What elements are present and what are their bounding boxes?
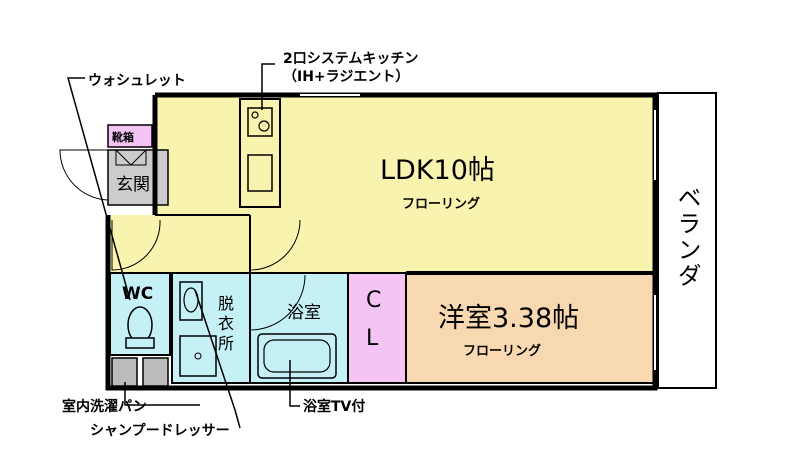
western-name: 洋室3.38帖 [438,303,580,334]
western-flooring: フローリング [463,344,542,359]
dressing-label-3: 所 [218,334,235,353]
balcony-label: ベランダ [673,185,701,289]
ldk-flooring: フローリング [402,197,481,212]
hallway [110,215,250,273]
closet-label-c: C [366,288,382,313]
entrance-label: 玄関 [116,175,150,195]
washing-pan-right [142,357,169,387]
dressing-door-swing [249,274,306,331]
kitchen-stove [247,107,273,137]
kitchen-leader [261,63,275,110]
bath-tv-leader [289,360,300,407]
shampoo-leader [194,289,241,429]
washlet-leader [67,77,131,301]
shoe-box-label: 靴箱 [112,131,134,144]
wc-label: WC [122,284,154,304]
washing-pan-left [111,357,138,387]
washing-pan-callout: 室内洗濯パン [62,399,147,415]
washlet-callout: ウォシュレット [88,73,186,89]
dressing-label-1: 脱 [218,294,235,313]
ldk-name: LDK10帖 [380,155,495,186]
entrance [107,149,169,206]
washing-pan-leader [124,382,200,406]
balcony [657,92,717,389]
kitchen-callout-line2: （IH+ラジエント） [283,69,410,85]
closet-label-l: L [366,326,379,351]
dressing-label-2: 衣 [218,314,235,333]
shoe-box [107,124,153,148]
kitchen-callout-line1: 2口システムキッチン [283,51,419,67]
western-room [405,272,656,384]
ldk-door-swing [249,219,301,271]
hall-door-swing [111,219,161,271]
outer-walls [105,92,658,391]
bathtub [257,333,337,379]
kitchen-counter [239,98,281,208]
shampoo-dresser-callout: シャンプードレッサー [90,423,230,439]
entrance-door-swing [59,149,109,201]
closet [347,272,407,384]
bath-label: 浴室 [287,303,321,323]
washer-space [179,335,217,377]
bath-tv-callout: 浴室TV付 [303,399,366,415]
kitchen-sink [247,154,273,192]
